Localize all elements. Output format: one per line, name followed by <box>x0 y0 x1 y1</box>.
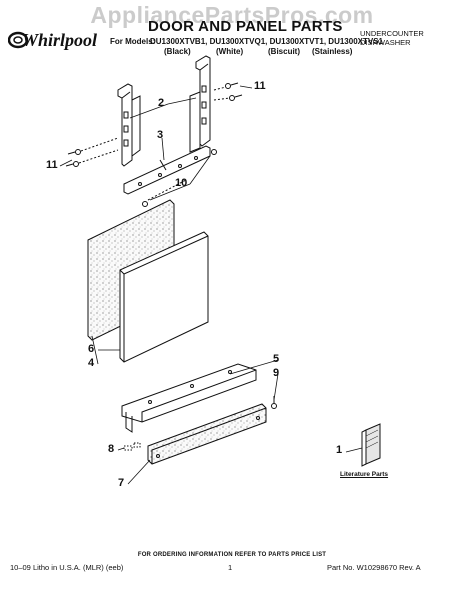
kick-plate-clips <box>123 442 141 451</box>
literature-booklet <box>361 423 381 467</box>
print-info: 10–09 Litho in U.S.A. (MLR) (eeb) <box>10 563 124 572</box>
page-number: 1 <box>228 563 233 572</box>
callout-8: 8 <box>108 443 115 455</box>
category-line-1: UNDERCOUNTER <box>360 29 424 38</box>
callout-9: 9 <box>273 367 280 379</box>
color-stainless: (Stainless) <box>312 47 353 56</box>
color-white: (White) <box>216 47 244 56</box>
left-hinge-bracket <box>117 83 141 167</box>
color-biscuit: (Biscuit) <box>268 47 300 56</box>
brand-wordmark: Whirlpool <box>22 30 97 50</box>
callout-5: 5 <box>273 353 280 365</box>
watermark: AppliancePartsPros.com <box>90 2 374 28</box>
color-black: (Black) <box>164 47 191 56</box>
model-numbers: DU1300XTVB1, DU1300XTVQ1, DU1300XTVT1, D… <box>150 37 383 46</box>
callout-11-left: 11 <box>46 159 58 171</box>
hinge-screws-right <box>213 82 243 101</box>
callout-11-right: 11 <box>254 80 266 92</box>
part-number: Part No. W10298670 Rev. A <box>327 563 421 572</box>
page-title: DOOR AND PANEL PARTS <box>148 18 343 35</box>
door-panel <box>87 199 209 363</box>
toe-panel-bracket <box>121 363 257 433</box>
hinge-screws-left <box>65 137 119 167</box>
callout-6: 6 <box>88 343 95 355</box>
product-category: UNDERCOUNTER DISHWASHER <box>360 29 424 47</box>
whirlpool-logo-mark: Whirlpool <box>7 30 97 50</box>
literature-parts-label: Literature Parts <box>340 471 389 478</box>
ordering-info-note: FOR ORDERING INFORMATION REFER TO PARTS … <box>137 552 327 558</box>
kick-plate <box>147 403 267 465</box>
callout-4: 4 <box>88 357 95 369</box>
whirlpool-logo: Whirlpool <box>7 24 108 61</box>
callout-2: 2 <box>158 97 165 109</box>
category-line-2: DISHWASHER <box>360 38 411 47</box>
leader-lines <box>59 85 363 485</box>
hinge-arm-plate <box>123 145 211 195</box>
models-label: For Models: <box>110 37 156 46</box>
callout-10: 10 <box>175 177 188 189</box>
callout-7: 7 <box>118 477 125 489</box>
callout-1: 1 <box>336 444 343 456</box>
arm-screws <box>142 149 217 207</box>
callout-3: 3 <box>157 129 164 141</box>
right-hinge-bracket <box>189 55 211 153</box>
